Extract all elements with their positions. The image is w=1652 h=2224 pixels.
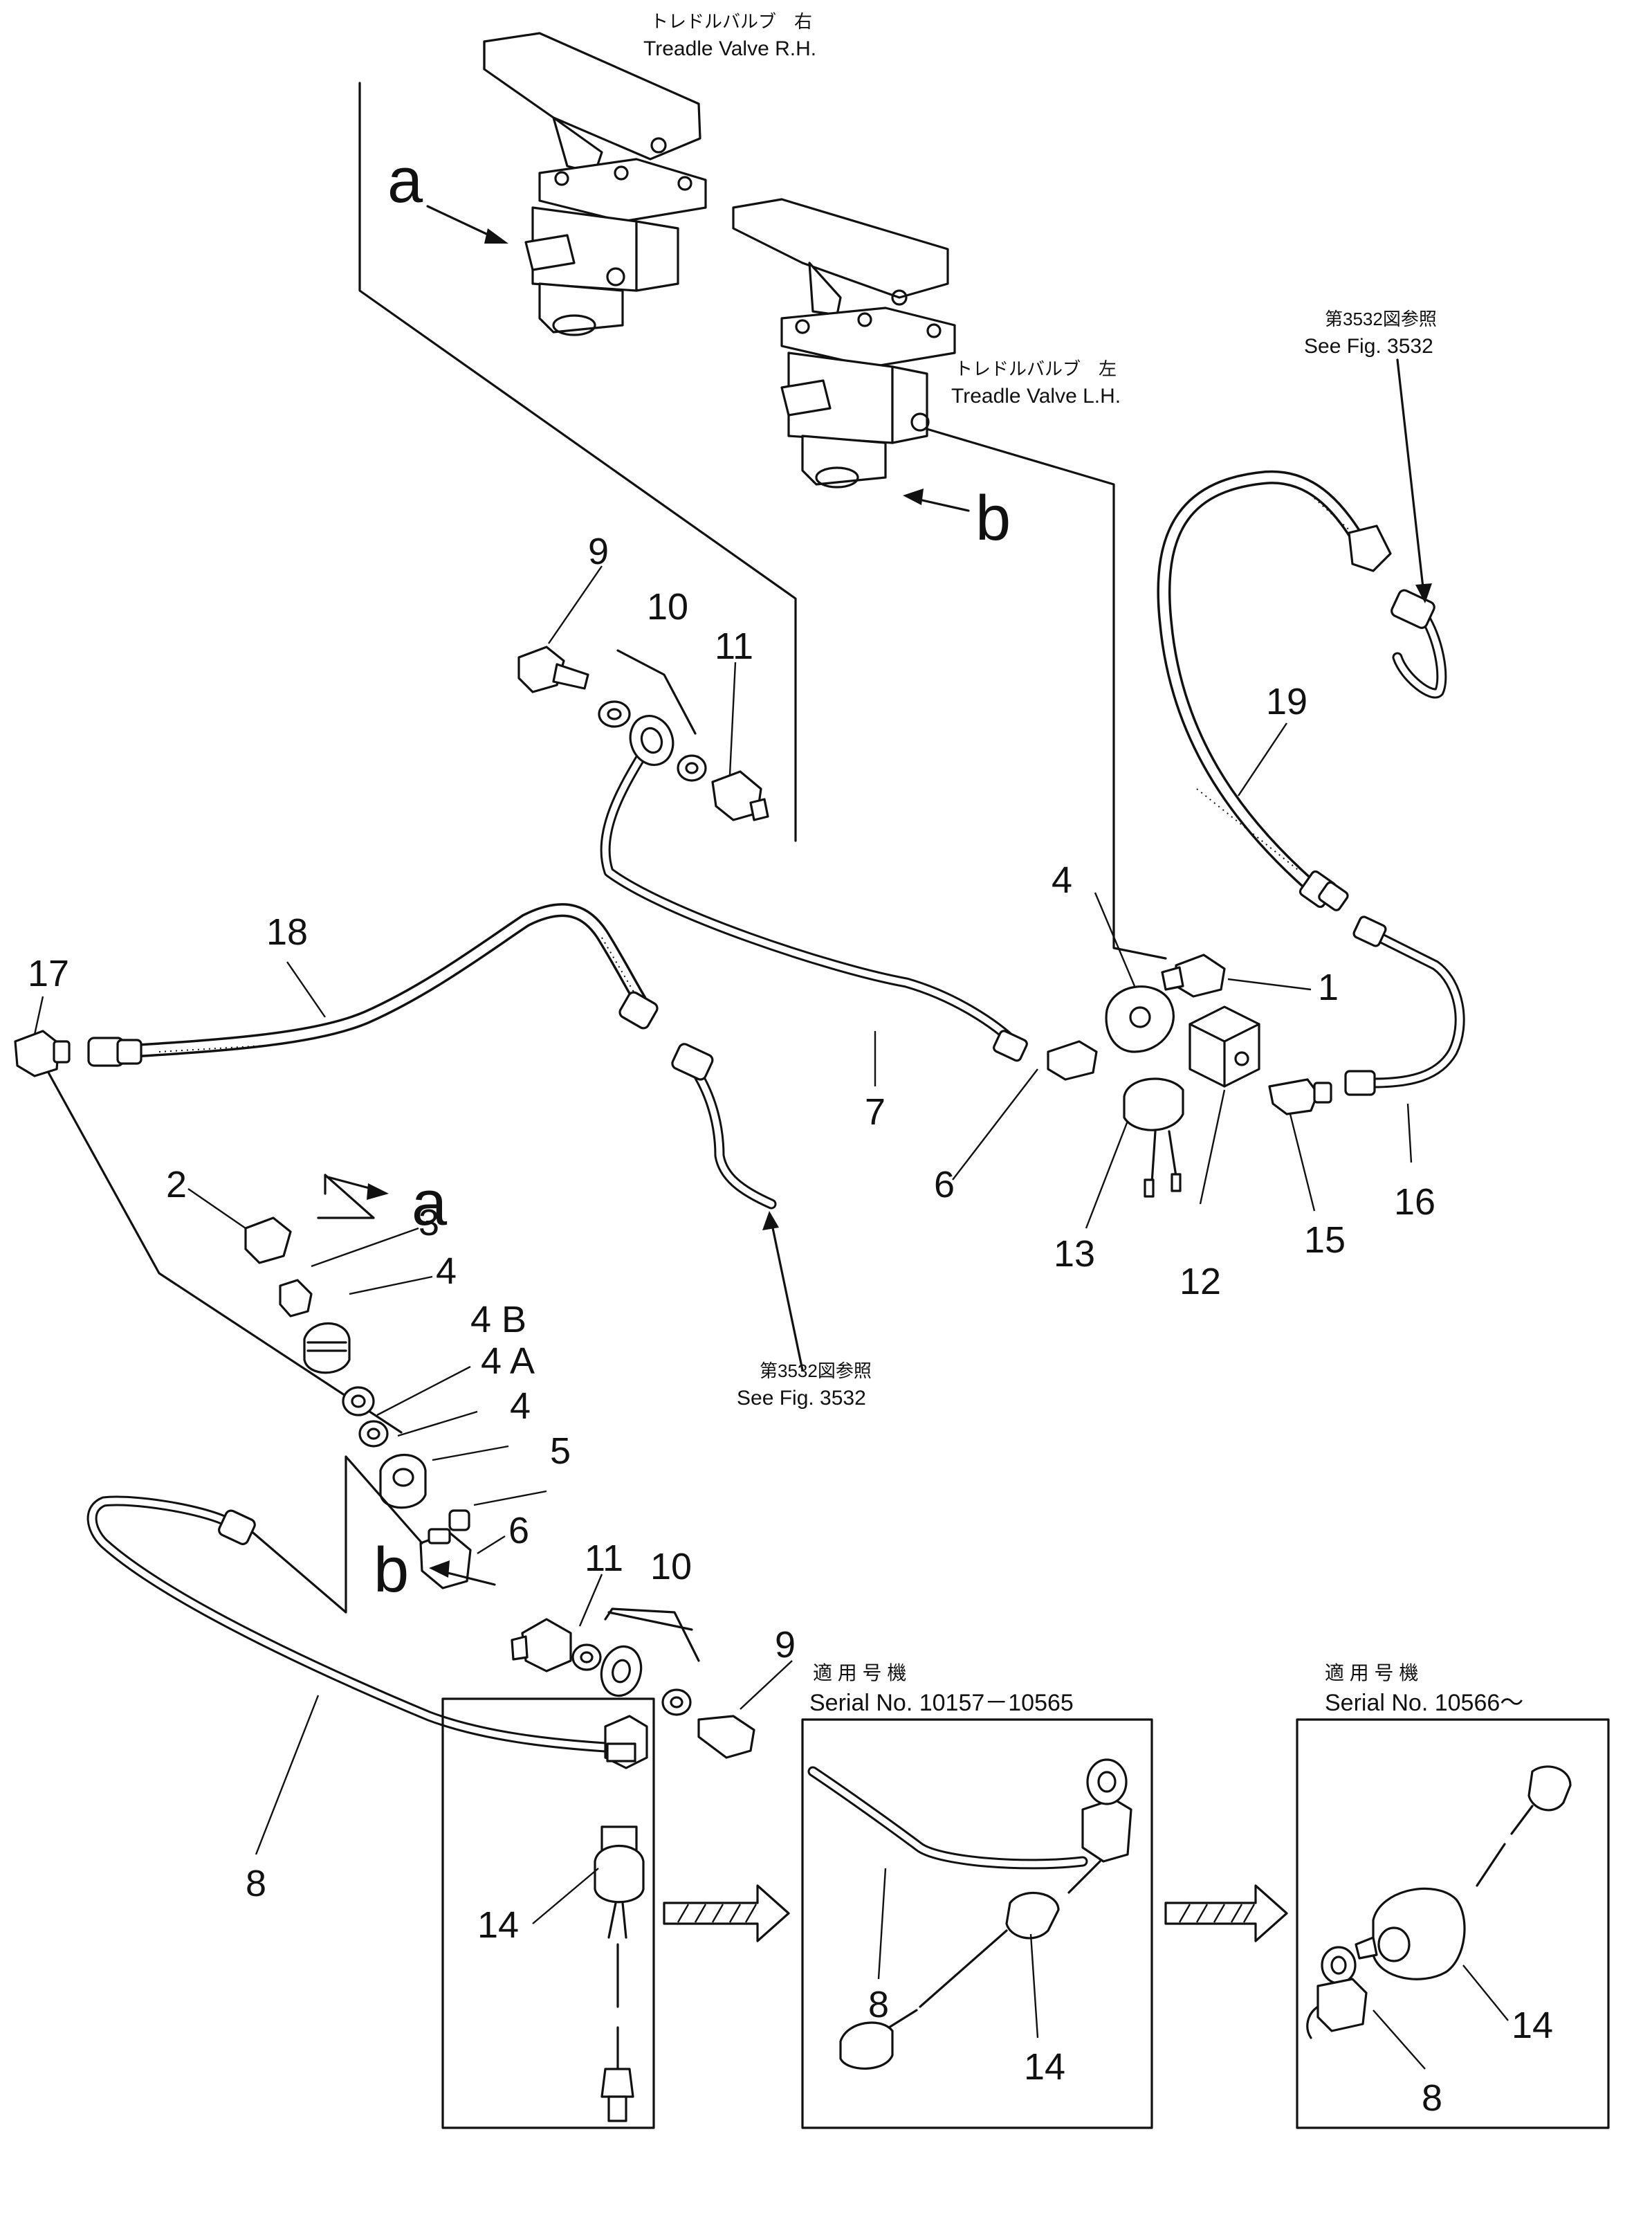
serial-middle-jp: 適 用 号 機 bbox=[813, 1662, 906, 1684]
callout-17: 17 bbox=[28, 953, 69, 994]
callout-leaders bbox=[33, 565, 1509, 2070]
part-6-elbow-lower bbox=[419, 1528, 472, 1589]
view-a-bracket bbox=[317, 1174, 375, 1219]
arrow-to-middle-panel bbox=[663, 1884, 790, 1942]
pipe-7 bbox=[600, 742, 1028, 1062]
callout-7: 7 bbox=[865, 1091, 885, 1133]
callout-10-lower: 10 bbox=[650, 1546, 692, 1587]
valve-right-en: Treadle Valve R.H. bbox=[643, 37, 816, 60]
callout-14-middle: 14 bbox=[1024, 2046, 1065, 2088]
serial-right-en: Serial No. 10566～ bbox=[1325, 1690, 1523, 1716]
ref-center-jp: 第3532図参照 bbox=[760, 1360, 872, 1381]
detail-panel-right bbox=[1296, 1718, 1610, 2129]
part-15-elbow bbox=[1268, 1078, 1332, 1115]
bolt-9-lower bbox=[697, 1715, 755, 1759]
washer-10a-upper bbox=[598, 700, 631, 728]
callout-11-lower: 11 bbox=[585, 1538, 623, 1579]
callout-16: 16 bbox=[1394, 1181, 1435, 1223]
callout-13: 13 bbox=[1054, 1233, 1095, 1275]
leader-valve-left bbox=[926, 428, 1167, 960]
callout-15: 15 bbox=[1304, 1219, 1346, 1261]
view-marker-a-mid: a bbox=[412, 1168, 448, 1239]
ref-fitting-upper-right bbox=[1391, 358, 1447, 699]
hose-18 bbox=[87, 903, 659, 1067]
pipe-16 bbox=[1344, 915, 1465, 1096]
callout-9-upper: 9 bbox=[588, 531, 609, 572]
callout-9-lower: 9 bbox=[775, 1624, 796, 1666]
callout-4a: 4 A bbox=[481, 1340, 535, 1382]
part-4a-insert bbox=[358, 1420, 389, 1448]
callout-4-stack-b: 4 bbox=[510, 1385, 531, 1427]
callout-6-lower: 6 bbox=[508, 1510, 529, 1551]
banjo-upper bbox=[629, 715, 674, 766]
callout-14-left: 14 bbox=[477, 1904, 519, 1946]
bracket-10-lower bbox=[604, 1607, 700, 1662]
part-5-plug bbox=[448, 1509, 470, 1531]
callout-19: 19 bbox=[1266, 681, 1307, 722]
adapter-11-lower bbox=[511, 1618, 572, 1672]
ref-center-en: See Fig. 3532 bbox=[737, 1387, 866, 1410]
callout-5: 5 bbox=[550, 1430, 571, 1472]
arrow-to-right-panel bbox=[1164, 1884, 1288, 1942]
part-4-tee bbox=[1105, 985, 1175, 1053]
view-marker-b-top: b bbox=[975, 483, 1011, 554]
washer-10b-upper bbox=[677, 754, 707, 782]
pipe-8 bbox=[86, 1495, 611, 1753]
part-4-banjo-lower bbox=[379, 1454, 427, 1509]
callout-12: 12 bbox=[1180, 1261, 1221, 1302]
callout-8-left: 8 bbox=[246, 1863, 266, 1904]
callout-4-upper: 4 bbox=[1052, 859, 1072, 901]
part-12-block bbox=[1188, 1005, 1260, 1088]
callout-4b: 4 B bbox=[470, 1299, 526, 1340]
callout-3: 3 bbox=[419, 1202, 439, 1243]
detail-panel-left bbox=[441, 1697, 655, 2129]
bracket-10-upper bbox=[616, 649, 697, 735]
leader-8-b bbox=[248, 1455, 423, 1614]
callout-8-middle: 8 bbox=[868, 1984, 889, 2025]
detail-panel-middle bbox=[801, 1718, 1153, 2129]
serial-middle-en: Serial No. 10157－10565 bbox=[809, 1690, 1074, 1716]
adapter-11-upper bbox=[711, 770, 769, 821]
callout-4-stack-a: 4 bbox=[436, 1250, 457, 1292]
washer-4b bbox=[342, 1386, 375, 1416]
view-marker-a-top: a bbox=[387, 145, 423, 216]
ref-fitting-center bbox=[671, 1043, 804, 1371]
washer-10a-lower bbox=[571, 1643, 602, 1671]
ref-upper-jp: 第3532図参照 bbox=[1325, 309, 1437, 329]
part-2-fitting bbox=[244, 1216, 292, 1264]
valve-right-jp: トレドルバルブ 右 bbox=[650, 11, 812, 32]
part-1-connector bbox=[1161, 954, 1226, 998]
part-4-union bbox=[303, 1322, 351, 1374]
leader-17 bbox=[47, 1071, 403, 1434]
callout-6-upper: 6 bbox=[934, 1164, 955, 1205]
treadle-valve-right bbox=[483, 32, 707, 336]
view-marker-b-mid: b bbox=[374, 1535, 409, 1605]
part-13-switch bbox=[1123, 1077, 1184, 1198]
banjo-lower bbox=[600, 1645, 643, 1697]
part-17-elbow bbox=[14, 1030, 71, 1077]
callout-8-right: 8 bbox=[1422, 2077, 1442, 2119]
callout-14-right: 14 bbox=[1512, 2005, 1553, 2046]
callout-18: 18 bbox=[266, 911, 308, 953]
callout-10-upper: 10 bbox=[647, 586, 688, 628]
washer-10b-lower bbox=[661, 1688, 692, 1716]
hose-19 bbox=[1157, 470, 1392, 911]
callout-11-upper: 11 bbox=[715, 626, 753, 667]
part-3-nipple bbox=[279, 1279, 313, 1318]
callout-2: 2 bbox=[166, 1164, 187, 1205]
serial-right-jp: 適 用 号 機 bbox=[1325, 1662, 1418, 1684]
valve-left-jp: トレドルバルブ 左 bbox=[955, 358, 1117, 379]
callout-1: 1 bbox=[1318, 967, 1339, 1008]
bolt-9-upper bbox=[517, 646, 589, 693]
part-6-elbow-upper bbox=[1047, 1040, 1098, 1081]
ref-upper-en: See Fig. 3532 bbox=[1304, 335, 1433, 358]
valve-left-en: Treadle Valve L.H. bbox=[951, 385, 1121, 408]
treadle-valve-left bbox=[732, 198, 956, 489]
leader-valve-right bbox=[358, 82, 797, 842]
